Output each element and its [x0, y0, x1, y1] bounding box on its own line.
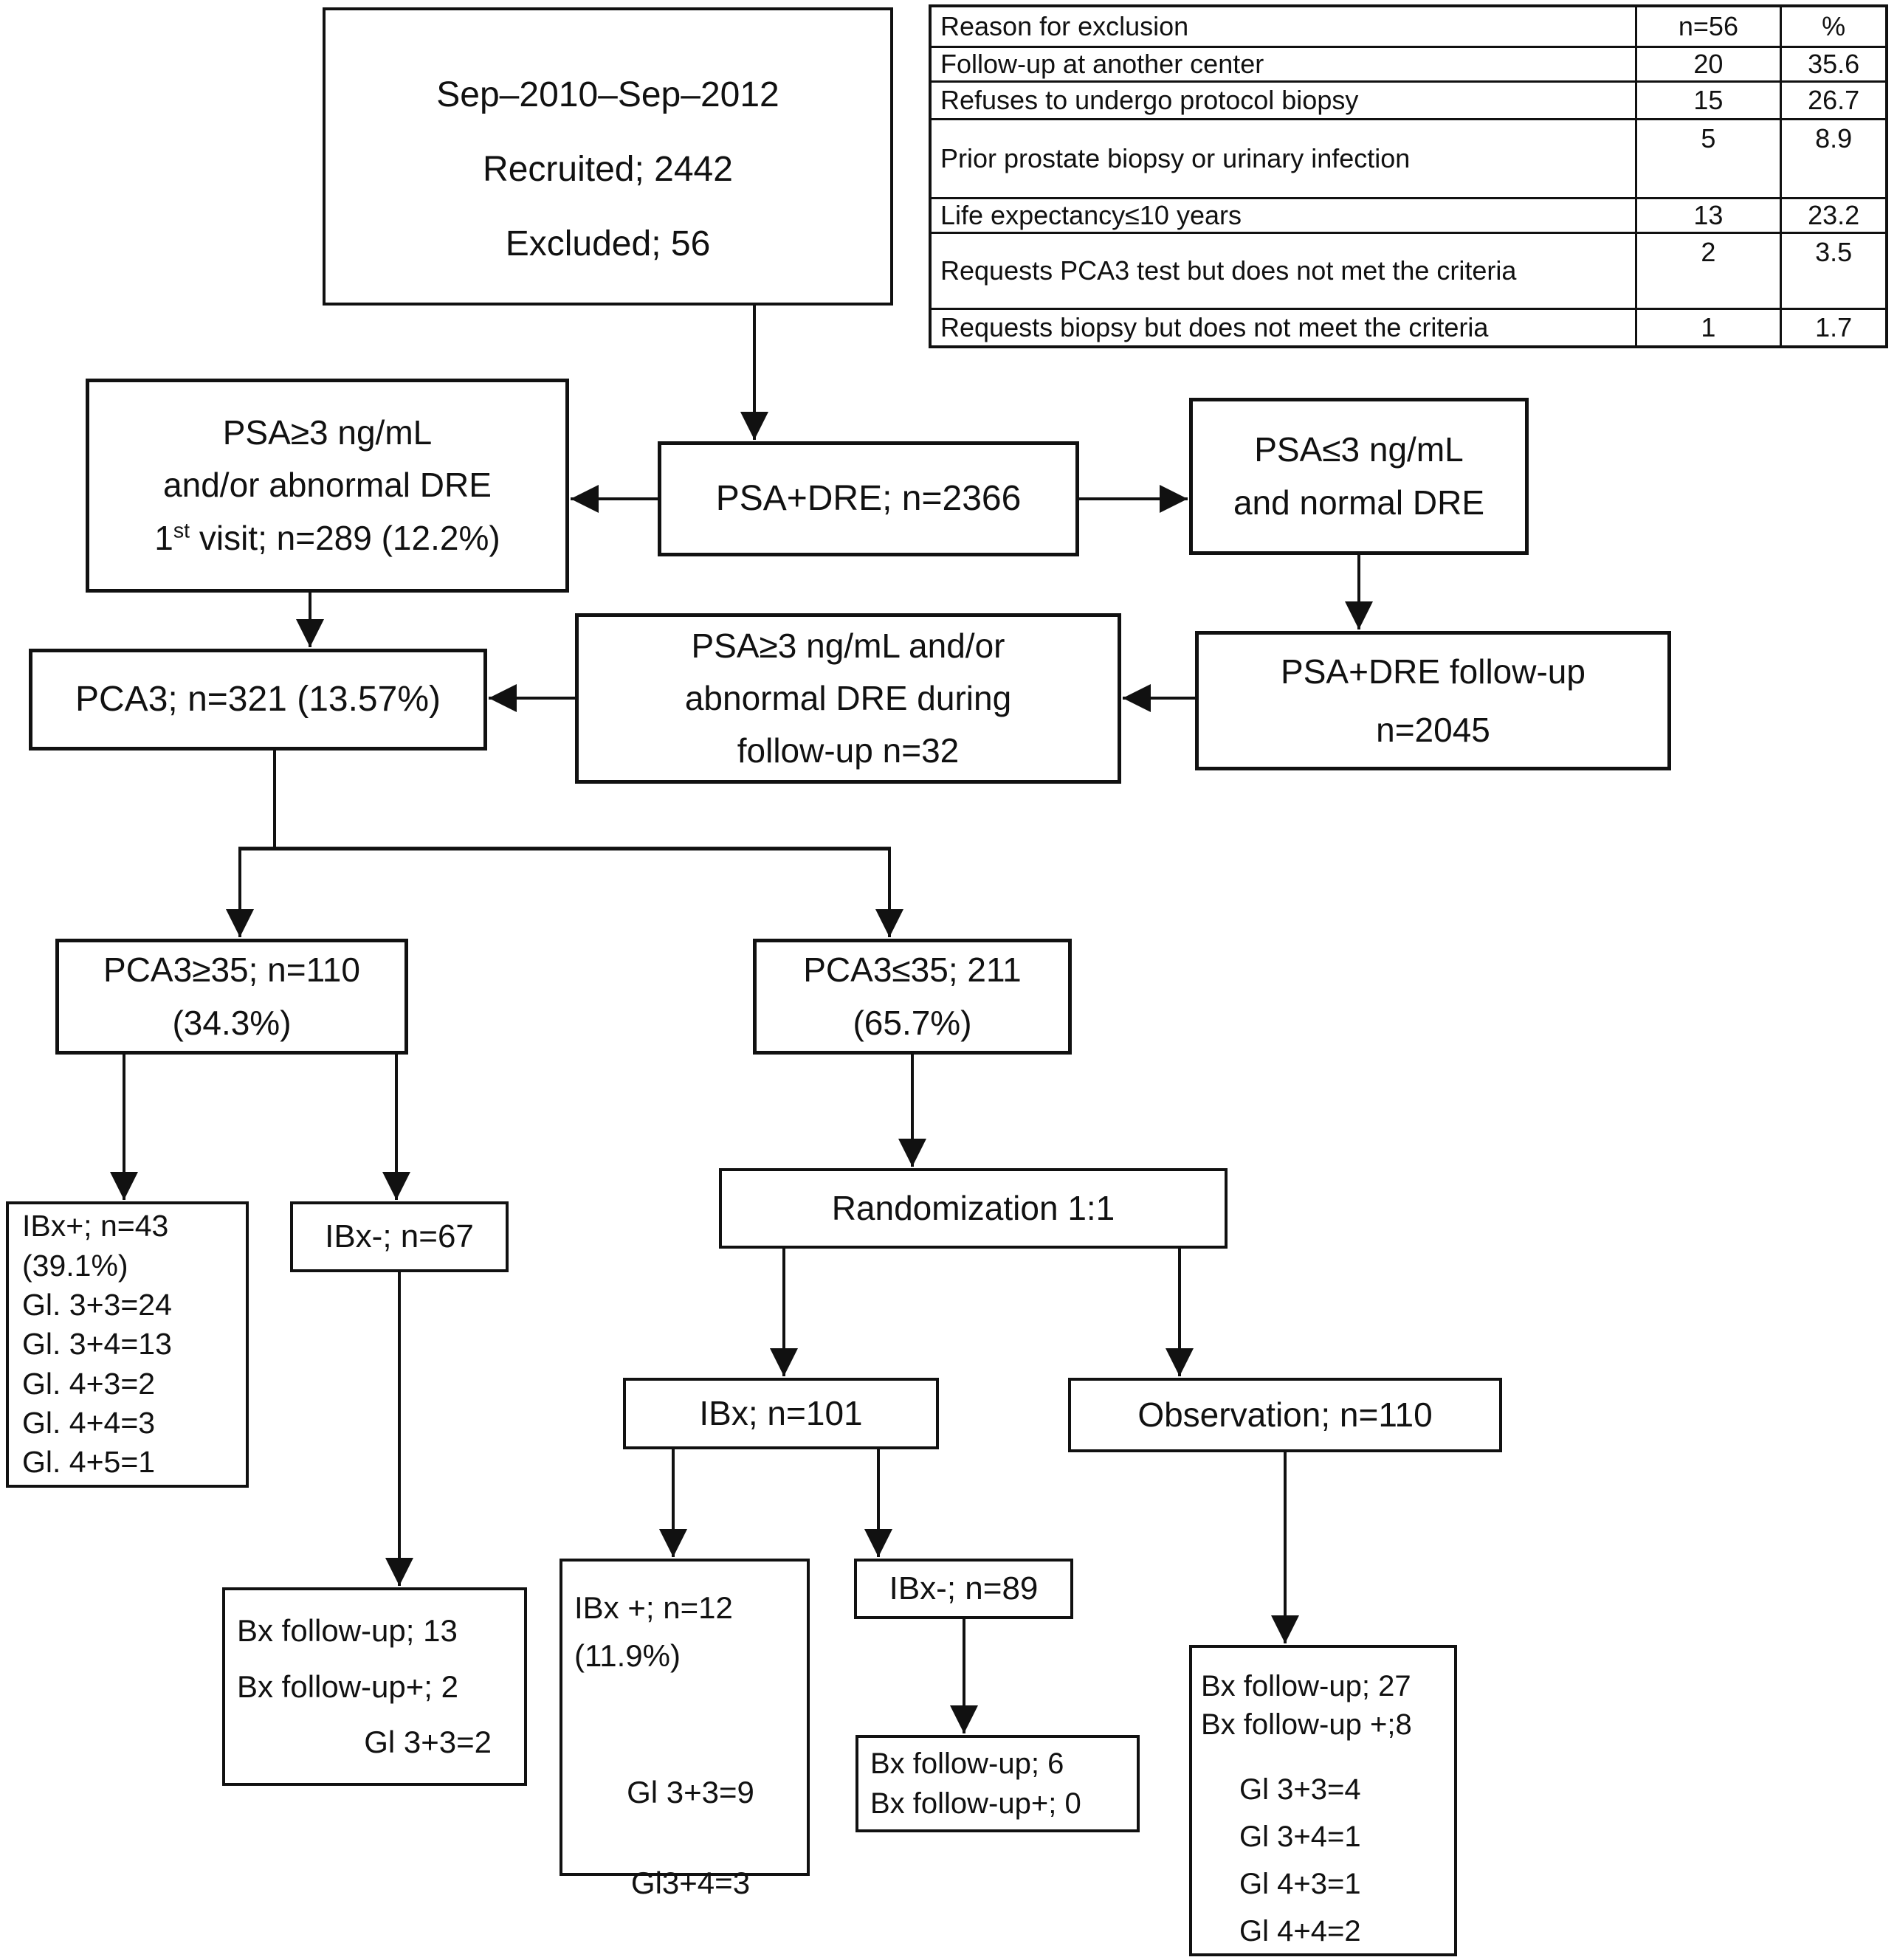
- box-line: Gl 3+3=4: [1239, 1773, 1361, 1806]
- box-line: and/or abnormal DRE: [163, 466, 492, 505]
- box-line: Gl 4+3=1: [1239, 1868, 1361, 1900]
- exclusion-pct: 23.2: [1780, 197, 1888, 234]
- table-header-row: Reason for exclusion n=56 %: [929, 4, 1888, 48]
- randomization-box: Randomization 1:1: [719, 1168, 1228, 1249]
- study-period: Sep–2010–Sep–2012: [436, 75, 779, 114]
- box-line: Gl3+4=3: [630, 1866, 751, 1901]
- exclusion-pct: 26.7: [1780, 80, 1888, 120]
- box-line: Gl. 3+3=24: [22, 1288, 172, 1322]
- box-line: PSA≥3 ng/mL: [222, 413, 433, 452]
- box-line: IBx-; n=67: [325, 1218, 474, 1255]
- box-line: PSA≤3 ng/mL: [1254, 430, 1464, 469]
- box-line: IBx+; n=43: [22, 1209, 169, 1243]
- table-row: Life expectancy≤10 years 13 23.2: [929, 197, 1888, 234]
- psa-le3-normal-dre-box: PSA≤3 ng/mL and normal DRE: [1189, 398, 1529, 555]
- exclusion-n: 2: [1634, 232, 1783, 310]
- exclusion-n: 13: [1634, 197, 1783, 234]
- psa-dre-followup-box: PSA+DRE follow-up n=2045: [1195, 631, 1671, 770]
- box-line: Gl. 4+3=2: [22, 1366, 156, 1401]
- box-line: Observation; n=110: [1137, 1395, 1433, 1434]
- box-line: IBx; n=101: [699, 1393, 863, 1432]
- box-line: Bx follow-up; 13: [237, 1613, 458, 1649]
- box-line: 1st visit; n=289 (12.2%): [154, 518, 500, 557]
- col-header-reason: Reason for exclusion: [929, 4, 1637, 48]
- ibx-101-box: IBx; n=101: [623, 1378, 939, 1449]
- exclusion-reason: Requests biopsy but does not meet the cr…: [929, 308, 1637, 348]
- exclusion-n: 1: [1634, 308, 1783, 348]
- table-row: Refuses to undergo protocol biopsy 15 26…: [929, 80, 1888, 120]
- box-line: (34.3%): [172, 1003, 292, 1042]
- box-line: Gl 3+4=1: [1239, 1821, 1361, 1853]
- box-line: Gl 4+4=2: [1239, 1915, 1361, 1947]
- box-line: (11.9%): [574, 1638, 681, 1674]
- bx-followup-6-box: Bx follow-up; 6 Bx follow-up+; 0: [855, 1735, 1140, 1832]
- ibx-negative-67-box: IBx-; n=67: [290, 1201, 509, 1272]
- pca3-ge35-box: PCA3≥35; n=110 (34.3%): [55, 939, 408, 1055]
- col-header-pct: %: [1780, 4, 1888, 48]
- psa-dre-box: PSA+DRE; n=2366: [658, 441, 1079, 556]
- box-line: PSA+DRE; n=2366: [715, 478, 1022, 518]
- box-line: Bx follow-up +;8: [1201, 1708, 1412, 1741]
- box-line: (39.1%): [22, 1248, 128, 1283]
- exclusion-pct: 3.5: [1780, 232, 1888, 310]
- exclusion-pct: 35.6: [1780, 46, 1888, 83]
- box-line: PCA3; n=321 (13.57%): [75, 679, 441, 719]
- box-line: and normal DRE: [1233, 483, 1485, 522]
- recruited-count: Recruited; 2442: [483, 149, 733, 189]
- gleason-list: Gl 3+3=4 Gl 3+4=1 Gl 4+3=1 Gl 4+4=2: [1201, 1766, 1361, 1955]
- box-line: n=2045: [1376, 710, 1490, 749]
- box-line: IBx +; n=12: [574, 1590, 733, 1625]
- ibx-negative-89-box: IBx-; n=89: [854, 1559, 1073, 1619]
- box-line: Gl 3+3=9: [627, 1775, 754, 1810]
- box-line: Gl. 4+4=3: [22, 1405, 156, 1440]
- exclusion-pct: 8.9: [1780, 118, 1888, 199]
- table-row: Requests PCA3 test but does not met the …: [929, 232, 1888, 310]
- box-line: IBx-; n=89: [889, 1570, 1039, 1607]
- box-line: PSA+DRE follow-up: [1281, 652, 1586, 691]
- table-row: Prior prostate biopsy or urinary infecti…: [929, 118, 1888, 199]
- box-line: Randomization 1:1: [831, 1188, 1115, 1227]
- table-row: Requests biopsy but does not meet the cr…: [929, 308, 1888, 348]
- pca3-le35-box: PCA3≤35; 211 (65.7%): [753, 939, 1072, 1055]
- box-line: follow-up n=32: [737, 731, 960, 770]
- box-line: Bx follow-up+; 2: [237, 1669, 458, 1704]
- box-line: Gl. 3+4=13: [22, 1327, 172, 1362]
- table-row: Follow-up at another center 20 35.6: [929, 46, 1888, 83]
- exclusion-table: Reason for exclusion n=56 % Follow-up at…: [929, 4, 1888, 348]
- box-line: abnormal DRE during: [684, 678, 1012, 717]
- exclusion-pct: 1.7: [1780, 308, 1888, 348]
- box-line: (65.7%): [853, 1003, 972, 1042]
- box-line: Gl. 4+5=1: [22, 1445, 156, 1480]
- ibx-positive-43-box: IBx+; n=43 (39.1%) Gl. 3+3=24 Gl. 3+4=13…: [6, 1201, 249, 1488]
- box-line: Bx follow-up; 27: [1201, 1670, 1411, 1702]
- pca3-box: PCA3; n=321 (13.57%): [29, 649, 487, 750]
- exclusion-reason: Requests PCA3 test but does not met the …: [929, 232, 1637, 310]
- box-line: Bx follow-up; 6: [870, 1747, 1064, 1780]
- bx-followup-27-box: Bx follow-up; 27 Bx follow-up +;8 Gl 3+3…: [1189, 1645, 1457, 1956]
- exclusion-reason: Follow-up at another center: [929, 46, 1637, 83]
- psa-ge3-first-visit-box: PSA≥3 ng/mL and/or abnormal DRE 1st visi…: [86, 379, 569, 593]
- exclusion-n: 15: [1634, 80, 1783, 120]
- bx-followup-13-box: Bx follow-up; 13 Bx follow-up+; 2 Gl 3+3…: [222, 1587, 527, 1786]
- ibx-positive-12-box: IBx +; n=12 (11.9%) Gl 3+3=9 Gl3+4=3: [560, 1559, 810, 1900]
- box-line: PCA3≥35; n=110: [103, 950, 360, 990]
- excluded-count: Excluded; 56: [505, 224, 711, 263]
- exclusion-n: 20: [1634, 46, 1783, 83]
- exclusion-n: 5: [1634, 118, 1783, 199]
- observation-box: Observation; n=110: [1068, 1378, 1502, 1452]
- exclusion-reason: Prior prostate biopsy or urinary infecti…: [929, 118, 1637, 199]
- psa-ge3-during-followup-box: PSA≥3 ng/mL and/or abnormal DRE during f…: [575, 613, 1121, 784]
- box-line: Gl 3+3=2: [364, 1725, 492, 1760]
- box-line: PCA3≤35; 211: [803, 950, 1022, 990]
- exclusion-reason: Life expectancy≤10 years: [929, 197, 1637, 234]
- box-line: PSA≥3 ng/mL and/or: [691, 626, 1005, 665]
- col-header-n: n=56: [1634, 4, 1783, 48]
- exclusion-reason: Refuses to undergo protocol biopsy: [929, 80, 1637, 120]
- box-line: Bx follow-up+; 0: [870, 1787, 1081, 1820]
- recruitment-box: Sep–2010–Sep–2012 Recruited; 2442 Exclud…: [323, 7, 893, 306]
